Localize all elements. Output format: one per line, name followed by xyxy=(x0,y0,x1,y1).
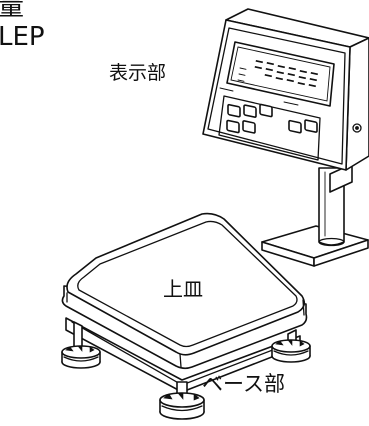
weighing-pan-label: 上皿 xyxy=(163,277,203,301)
base-unit-label: ベース部 xyxy=(202,372,285,396)
weighing-pan xyxy=(61,212,308,370)
leveling-foot-left xyxy=(61,345,101,369)
support-column xyxy=(318,163,353,247)
model-title-line-2: LEP xyxy=(0,22,45,52)
display-digits xyxy=(237,60,318,88)
model-title-line-1: 量 xyxy=(0,0,25,22)
display-unit xyxy=(202,8,369,171)
keypad-buttons xyxy=(226,103,318,134)
leveling-foot-right xyxy=(271,339,311,363)
leveling-foot-front xyxy=(159,392,205,420)
support-plate xyxy=(261,225,369,267)
model-title: 量 LEP xyxy=(0,0,45,52)
display-unit-label: 表示部 xyxy=(109,62,167,84)
